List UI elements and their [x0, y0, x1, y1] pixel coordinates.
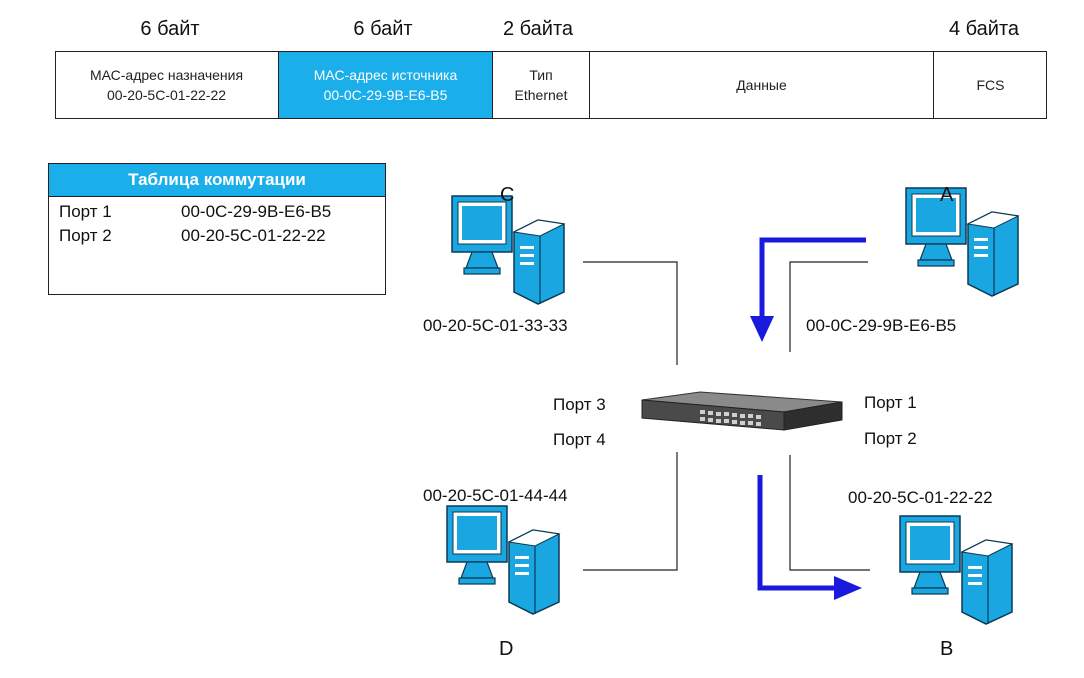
arrow-to-b [757, 475, 862, 600]
link-a [789, 261, 868, 352]
host-letter-c: C [500, 184, 515, 206]
link-b [789, 455, 870, 571]
frame-field-dst: МАС-адрес назначения 00-20-5С-01-22-22 [55, 51, 279, 119]
table-row-1-mac: 00-0C-29-9B-E6-B5 [181, 202, 332, 221]
size-src: 6 байт [353, 18, 413, 40]
port-label-2: Порт 2 [864, 429, 917, 448]
link-d [583, 452, 678, 571]
frame-fcs-label: FCS [976, 77, 1005, 93]
host-mac-c: 00-20-5C-01-33-33 [423, 316, 568, 335]
computer-d [446, 505, 560, 615]
switch [641, 391, 843, 431]
size-fcs: 4 байта [948, 18, 1020, 40]
size-dst: 6 байт [140, 18, 200, 40]
port-label-4: Порт 4 [553, 430, 606, 449]
table-row-1-port: Порт 1 [59, 202, 112, 221]
size-type: 2 байта [502, 18, 574, 40]
frame-field-type: Тип Ethernet [493, 51, 590, 119]
frame-src-name: МАС-адрес источника [313, 67, 458, 83]
frame-dst-name: МАС-адрес назначения [89, 67, 244, 83]
computer-a [905, 187, 1019, 297]
table-row-2-mac: 00-20-5C-01-22-22 [181, 226, 326, 245]
host-letter-b: B [940, 638, 954, 660]
frame-type-line2: Ethernet [514, 87, 568, 103]
host-letter-a: A [940, 184, 954, 206]
table-row-2-port: Порт 2 [59, 226, 112, 245]
host-letter-d: D [499, 638, 514, 660]
ethernet-frame [55, 51, 1047, 119]
frame-type-line1: Тип [529, 67, 553, 83]
port-label-3: Порт 3 [553, 395, 606, 414]
host-mac-a: 00-0C-29-9B-E6-B5 [806, 316, 957, 335]
frame-field-fcs: FCS [934, 51, 1047, 119]
frame-field-data: Данные [590, 51, 934, 119]
switching-table: Таблица коммутации Порт 1 00-0C-29-9B-E6… [48, 163, 386, 295]
computer-c [451, 195, 565, 305]
host-mac-d: 00-20-5C-01-44-44 [423, 486, 568, 505]
frame-dst-mac: 00-20-5С-01-22-22 [106, 87, 227, 103]
computer-b [899, 515, 1013, 625]
host-mac-b: 00-20-5C-01-22-22 [848, 488, 993, 507]
link-c [583, 261, 678, 365]
frame-data-label: Данные [736, 77, 787, 93]
switching-table-title: Таблица коммутации [49, 164, 385, 197]
frame-field-src: МАС-адрес источника 00-0С-29-9В-Е6-В5 [279, 52, 493, 118]
arrow-from-a [750, 237, 866, 342]
frame-src-mac: 00-0С-29-9В-Е6-В5 [323, 87, 448, 103]
port-label-1: Порт 1 [864, 393, 917, 412]
